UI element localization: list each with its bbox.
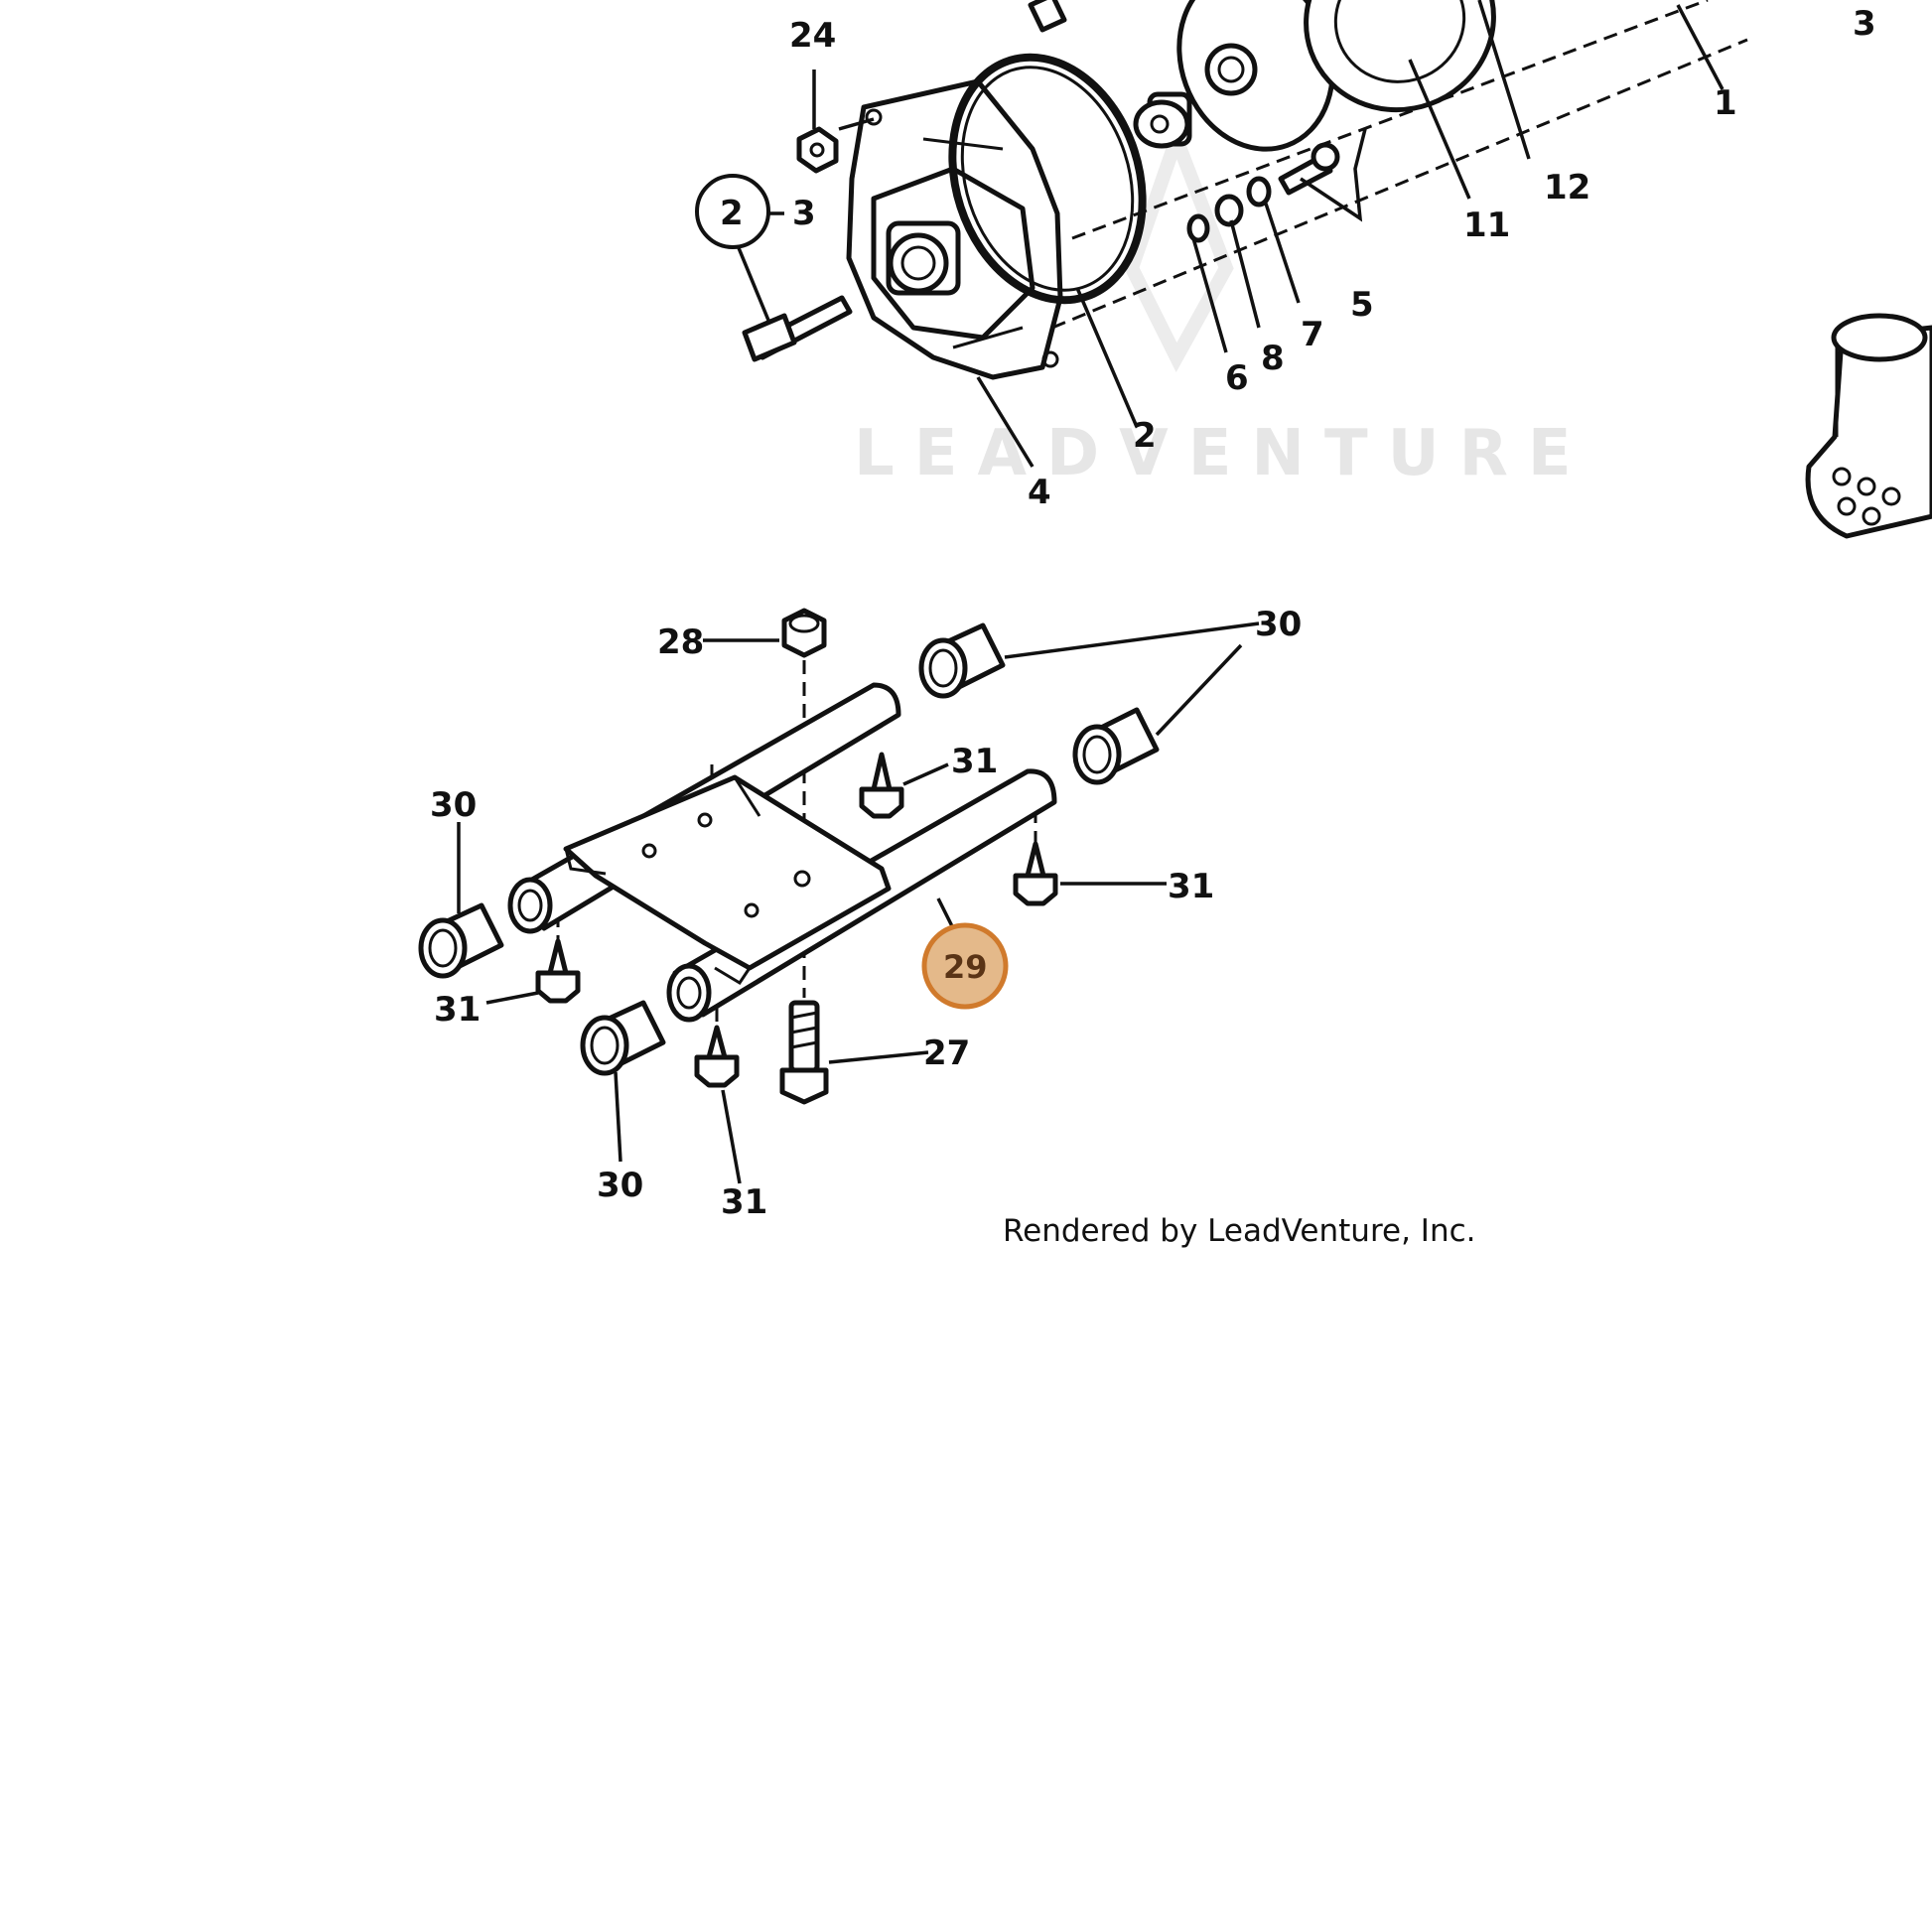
- callout-12: 12: [1544, 168, 1590, 207]
- callout-8: 8: [1261, 339, 1285, 378]
- bushing-30-top-b: [1072, 707, 1160, 785]
- callout-3-top: 3: [1853, 4, 1876, 44]
- callout-3-ref: 3: [792, 194, 816, 233]
- screw-31-a: [859, 752, 904, 819]
- bushing-30-bottom: [580, 1000, 666, 1076]
- callout-31-left: 31: [434, 990, 481, 1030]
- callout-31-b: 31: [1168, 867, 1214, 906]
- drain-plug: [1133, 91, 1192, 149]
- callout-4: 4: [1028, 473, 1051, 512]
- washer-6: [1186, 213, 1210, 243]
- callout-29: 29: [943, 948, 988, 986]
- nut-28: [781, 608, 827, 658]
- stud-3: [742, 295, 853, 362]
- callout-2-circled: 2: [720, 194, 744, 233]
- mount-assembly: [418, 608, 1260, 1184]
- screw-31-left: [535, 938, 581, 1004]
- callout-27: 27: [923, 1034, 970, 1073]
- watermark: LEADVENTURE: [854, 118, 1591, 490]
- callout-2-circle: [695, 174, 770, 249]
- bolt-5: [1278, 142, 1340, 196]
- callout-5: 5: [1350, 285, 1374, 325]
- callout-28: 28: [657, 622, 704, 662]
- callout-1: 1: [1714, 83, 1737, 123]
- callout-7: 7: [1301, 315, 1324, 354]
- washer-7: [1246, 176, 1272, 207]
- callout-2: 2: [1133, 416, 1157, 456]
- callout-30-left: 30: [430, 785, 477, 825]
- bushing-30-top-a: [918, 622, 1006, 699]
- callout-30-bottom: 30: [597, 1166, 643, 1205]
- pump-assembly: [733, 0, 1932, 539]
- bushing-30-left: [418, 902, 504, 979]
- callout-31-a: 31: [951, 742, 998, 781]
- fitting-right: [1805, 313, 1932, 539]
- credit-text: Rendered by LeadVenture, Inc.: [1003, 1213, 1476, 1249]
- callout-6: 6: [1225, 358, 1249, 398]
- callout-11: 11: [1463, 206, 1510, 245]
- highlight-circle: [921, 922, 1009, 1010]
- callout-24: 24: [789, 16, 836, 56]
- watermark-text: LEADVENTURE: [854, 417, 1591, 490]
- pump-housing: [846, 78, 1063, 380]
- screw-31-b: [1013, 841, 1058, 906]
- impeller-plate: [1176, 0, 1335, 152]
- callout-31-bottom: 31: [721, 1182, 767, 1222]
- highlighted-callout-29[interactable]: 29: [921, 922, 1009, 1010]
- washer-8: [1214, 194, 1244, 227]
- bolt-27: [779, 1000, 829, 1105]
- screw-31-bottom: [694, 1025, 740, 1088]
- clip-top: [1028, 0, 1067, 33]
- bracket-plate: [563, 774, 892, 986]
- o-ring: [948, 53, 1147, 305]
- callout-30-top: 30: [1255, 605, 1302, 644]
- nut-24: [796, 126, 839, 174]
